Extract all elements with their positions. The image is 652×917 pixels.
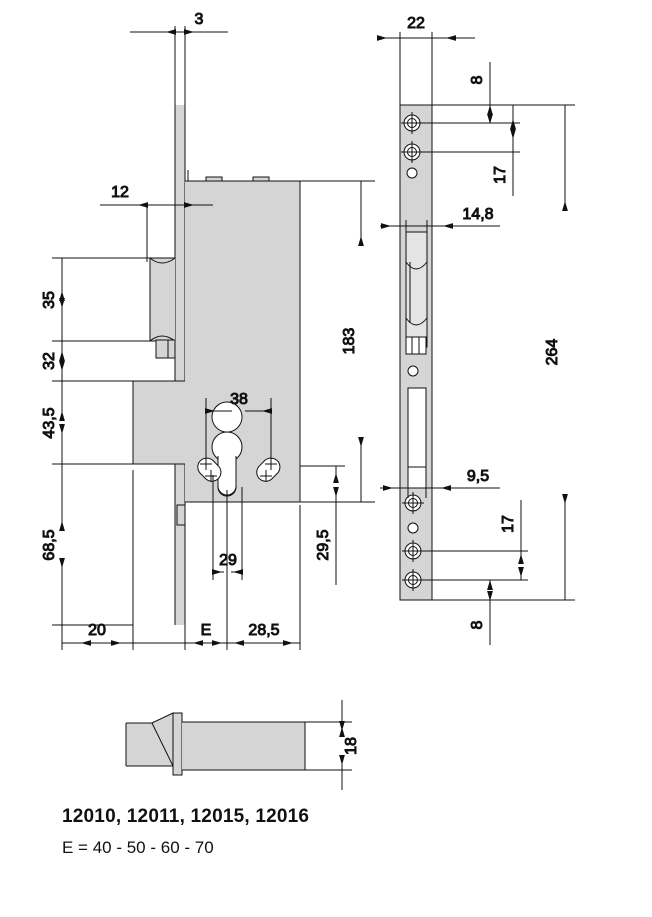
dim-label-29-5: 29,5: [315, 529, 332, 560]
dim-label-22: 22: [407, 15, 425, 32]
bottom-plan-view: [125, 712, 352, 776]
dim-chain-left: 35 32 43,5 68,5: [41, 257, 150, 626]
dim-deadbolt-slot-offset: 9,5: [380, 468, 500, 498]
faceplate-latch-opening: [405, 231, 428, 348]
dim-label-264: 264: [544, 339, 561, 366]
dim-row-bottom: 20 E 28,5: [61, 470, 301, 650]
dim-latch-opening-width: 14,8: [380, 206, 500, 240]
dim-screw-span: 38: [205, 391, 272, 464]
dim-bottom-screw-pitch: 17: [413, 500, 528, 581]
dim-label-183: 183: [341, 328, 358, 355]
dim-bottom-screw-edge: 8: [413, 580, 500, 645]
dim-label-17-top: 17: [492, 166, 509, 184]
dim-label-17-bottom: 17: [500, 515, 517, 533]
backset-note-label: E = 40 - 50 - 60 - 70: [62, 838, 214, 857]
dim-cylinder-center-height: 29,5: [300, 465, 345, 585]
faceplate-grid-detail: [405, 336, 427, 355]
side-view-latch-bolt: [149, 257, 176, 342]
dim-label-3: 3: [195, 11, 204, 28]
dim-label-38: 38: [230, 391, 248, 408]
dim-label-8-top: 8: [469, 75, 486, 84]
dim-label-35: 35: [41, 291, 58, 309]
faceplate-deadbolt-slot: [407, 387, 427, 489]
dim-cylinder-width: 29: [212, 475, 243, 580]
dim-label-68-5: 68,5: [41, 529, 58, 560]
dim-label-12: 12: [111, 184, 129, 201]
dim-case-height: 183: [300, 180, 375, 503]
dim-label-43-5: 43,5: [41, 407, 58, 438]
side-view-faceplate-strip: [174, 26, 186, 625]
dim-faceplate-width: 22: [377, 15, 475, 105]
side-view-case-body: [185, 170, 301, 503]
dim-top-screw-pitch: 17: [412, 105, 520, 196]
dim-label-29: 29: [219, 552, 237, 569]
faceplate-bottom-screws: [402, 492, 424, 591]
dim-label-28-5: 28,5: [248, 622, 279, 639]
side-view-lower-block: [132, 380, 185, 465]
dim-label-32: 32: [41, 352, 58, 370]
dim-label-18: 18: [343, 737, 360, 755]
dim-label-20: 20: [88, 622, 106, 639]
faceplate-front-view: [399, 104, 433, 601]
model-numbers-label: 12010, 12011, 12015, 12016: [62, 806, 310, 827]
side-view-deadbolt-stub: [176, 504, 186, 526]
dim-label-14-8: 14,8: [462, 206, 493, 223]
dim-label-9-5: 9,5: [467, 468, 489, 485]
dim-label-8-bottom: 8: [469, 620, 486, 629]
dim-bolt-depth: 18: [339, 700, 361, 790]
side-view-trigger-stub: [155, 339, 176, 359]
dim-label-E: E: [201, 622, 212, 639]
cylinder-fixing-holes: [197, 457, 281, 482]
faceplate-small-hole-upper: [407, 365, 419, 377]
dim-case-offset: 12: [100, 184, 213, 262]
dim-faceplate-thickness: 3: [130, 11, 228, 35]
